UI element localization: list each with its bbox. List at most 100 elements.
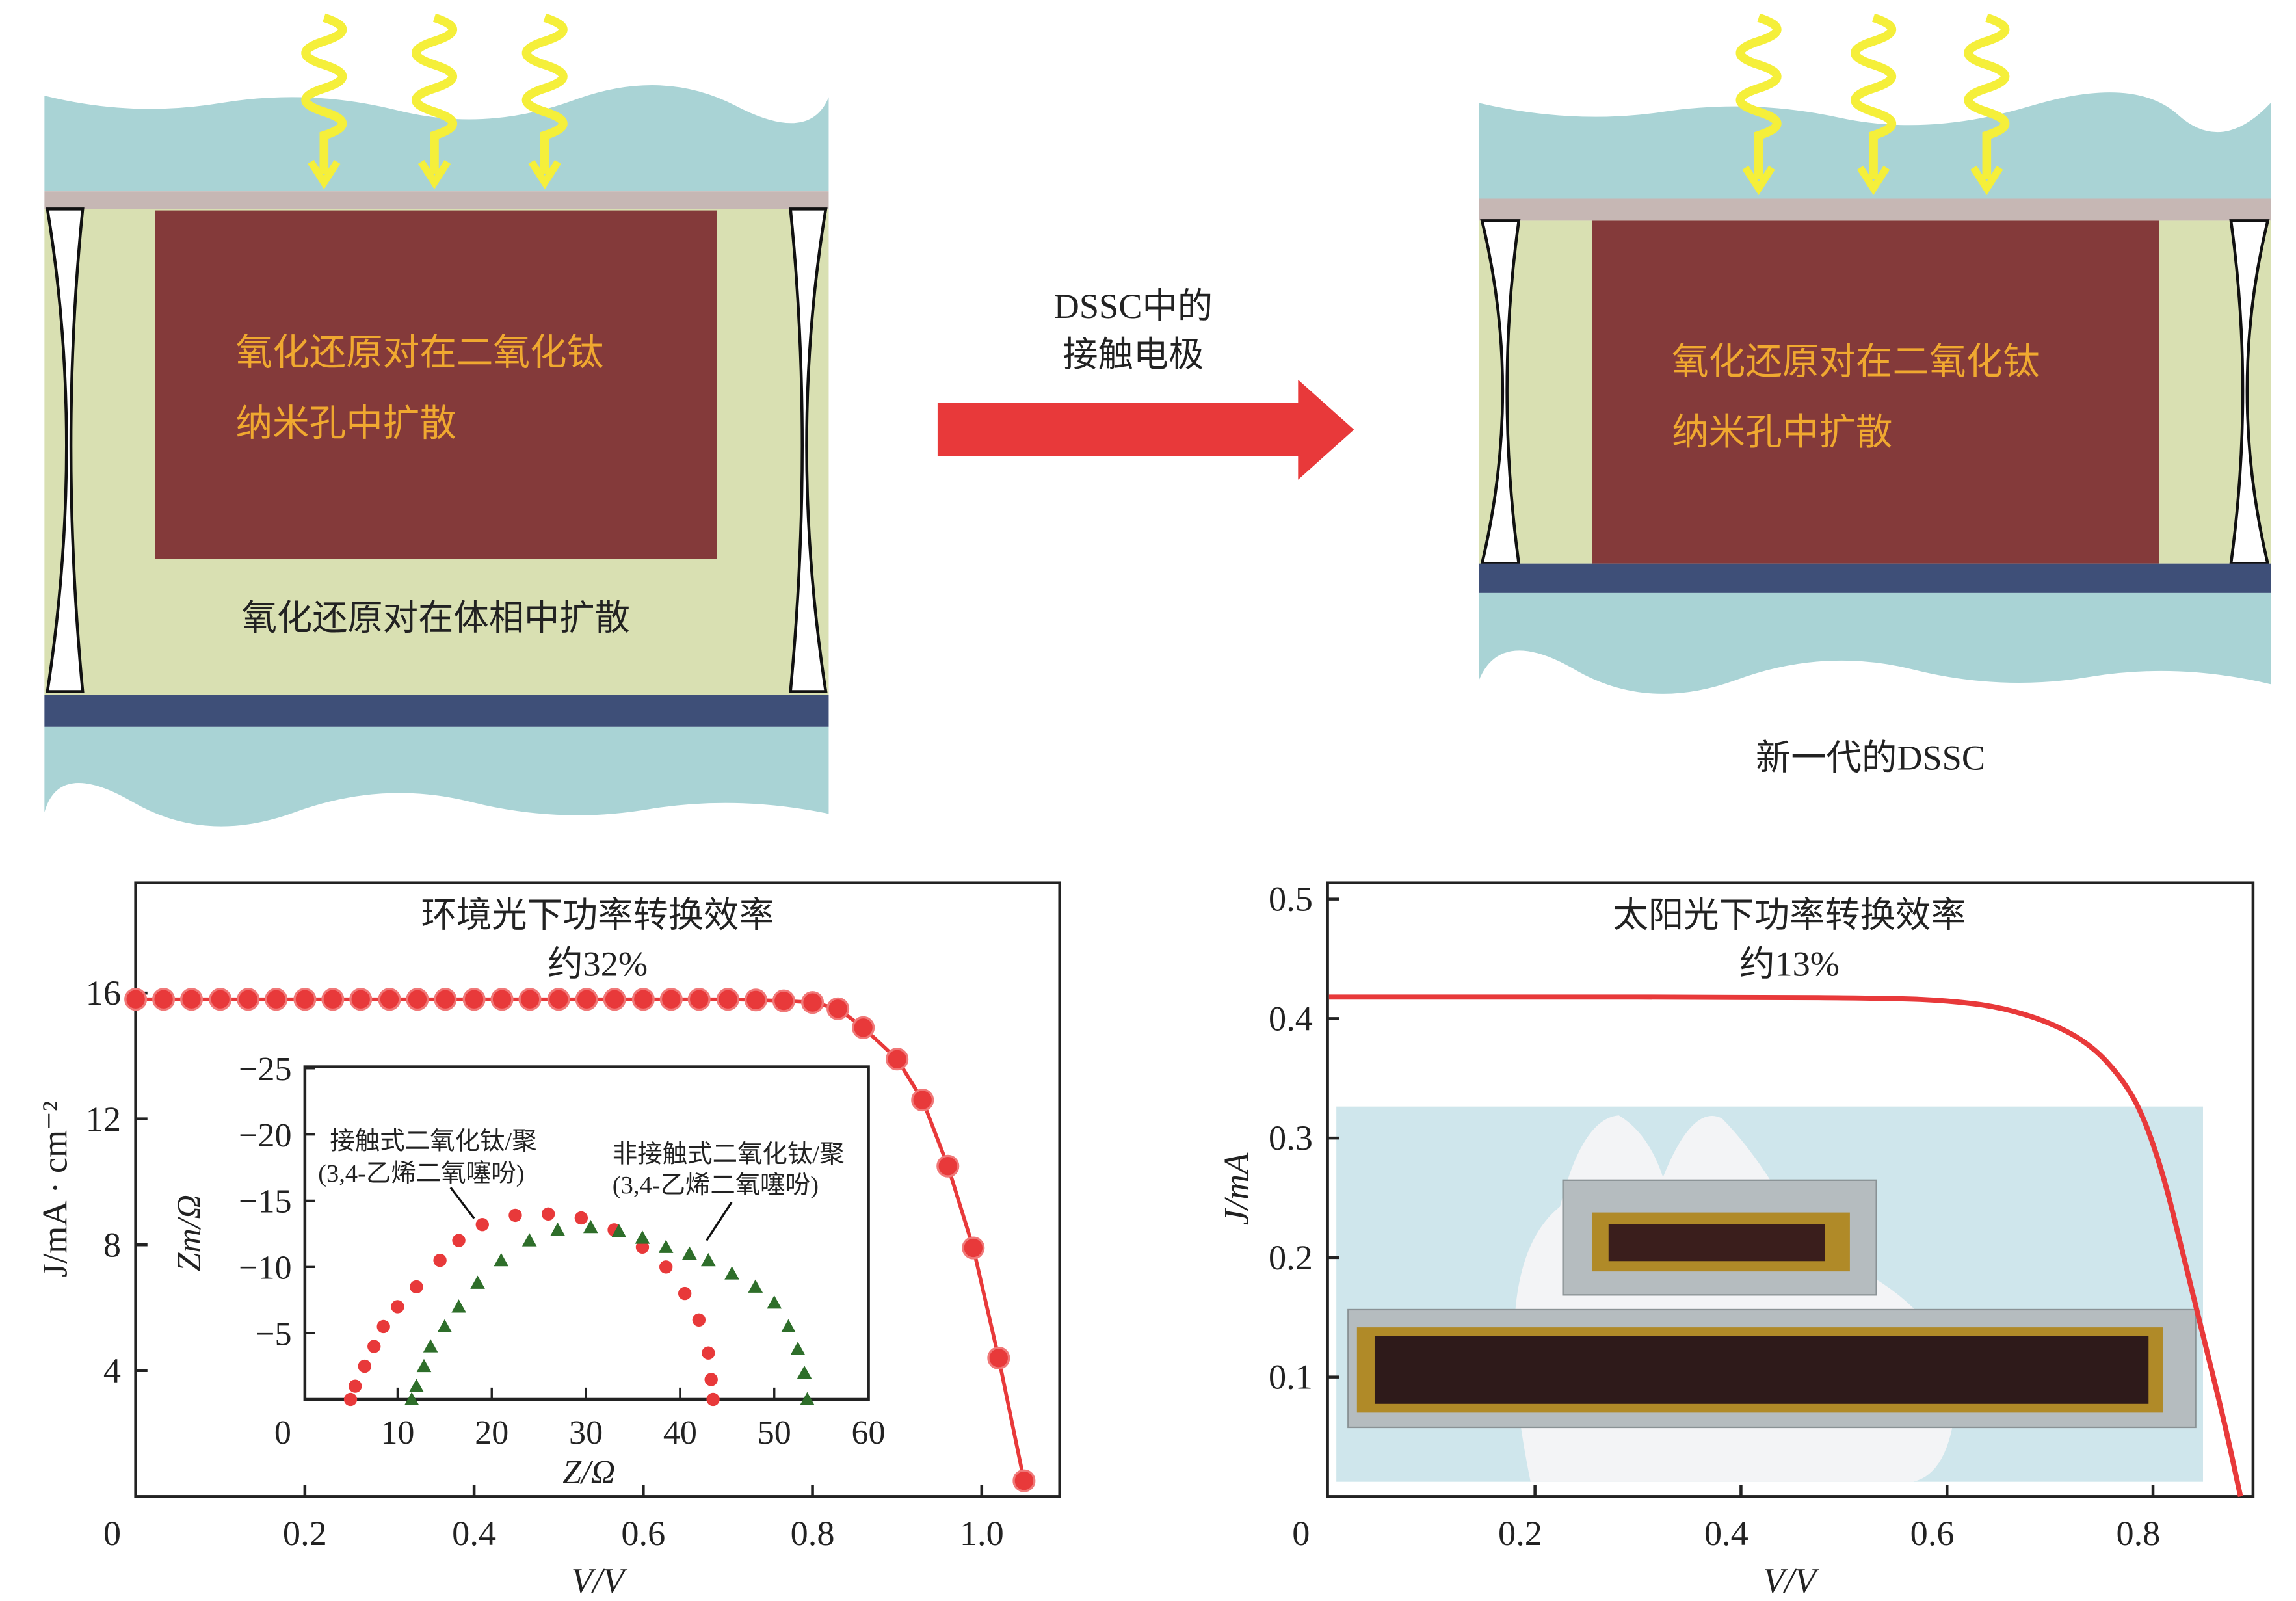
- impedance-point-contact: [475, 1217, 489, 1232]
- x-tick-label: 0.4: [1704, 1514, 1748, 1553]
- x-tick-label: 0: [103, 1514, 121, 1553]
- schematic-conventional-dssc: 氧化还原对在二氧化钛 纳米孔中扩散 氧化还原对在体相中扩散: [44, 13, 829, 827]
- impedance-point-noncontact: [781, 1319, 796, 1333]
- impedance-point-contact: [433, 1253, 447, 1267]
- plot-frame: [1326, 881, 2255, 1498]
- impedance-point-contact: [376, 1319, 390, 1334]
- jv-data-point: [772, 989, 795, 1012]
- inset-x-tick-label: 20: [475, 1414, 508, 1451]
- impedance-point-contact: [349, 1379, 362, 1393]
- y-tick-label: 12: [86, 1100, 121, 1139]
- inner-text: 纳米孔中扩散: [236, 404, 456, 444]
- jv-data-point: [547, 988, 570, 1011]
- x-tick-label: 0.8: [2116, 1514, 2160, 1553]
- chart-subtitle: 约13%: [1739, 944, 1840, 983]
- y-axis-label: J/mA · cm⁻²: [35, 1101, 74, 1277]
- caption: 新一代的DSSC: [1756, 738, 1985, 777]
- inner-text: 氧化还原对在二氧化钛: [236, 333, 604, 373]
- chart-title: 太阳光下功率转换效率: [1613, 896, 1966, 935]
- inset-y-tick-label: −25: [239, 1051, 291, 1088]
- jv-data-point: [152, 988, 176, 1011]
- impedance-point-contact: [343, 1392, 358, 1407]
- inset-y-tick-label: −10: [239, 1249, 291, 1286]
- impedance-point-contact: [678, 1286, 692, 1301]
- jv-data-point: [124, 988, 148, 1011]
- impedance-point-noncontact: [521, 1233, 537, 1247]
- impedance-point-contact: [706, 1392, 720, 1407]
- light-rays: [1735, 13, 2010, 196]
- inner-text: 氧化还原对在二氧化钛: [1672, 342, 2040, 382]
- x-tick-label: 0: [1292, 1514, 1310, 1553]
- left-seal: [46, 207, 85, 693]
- y-tick-label: 0.3: [1269, 1118, 1313, 1158]
- arrow-right-icon: [937, 379, 1354, 480]
- inset-x-tick-label: 60: [852, 1414, 886, 1451]
- inset-x-label: Z/Ω: [562, 1454, 615, 1491]
- x-tick-label: 0.2: [1498, 1514, 1542, 1553]
- contact-electrode: [1479, 563, 2271, 593]
- impedance-point-contact: [391, 1300, 404, 1314]
- impedance-point-noncontact: [550, 1222, 565, 1236]
- series-label-noncontact: 非接触式二氧化钛/聚: [613, 1141, 845, 1169]
- series-label-contact: 接触式二氧化钛/聚: [330, 1128, 536, 1155]
- jv-data-point: [265, 988, 288, 1011]
- jv-data-point: [490, 988, 514, 1011]
- leader-line: [706, 1201, 733, 1241]
- titania-layer: [1592, 220, 2159, 564]
- jv-data-point: [631, 988, 655, 1011]
- x-axis-label: V/V: [571, 1561, 627, 1600]
- jv-data-point: [179, 988, 204, 1011]
- impedance-point-noncontact: [767, 1295, 782, 1309]
- chart-ambient-light: 环境光下功率转换效率 约32% V/V J/mA · cm⁻² 0 0.2 0.4 0…: [35, 881, 1061, 1600]
- jv-data-point: [237, 988, 260, 1011]
- jv-data-point: [434, 988, 457, 1011]
- y-tick-label: 0.5: [1269, 880, 1313, 919]
- right-seal: [789, 207, 828, 693]
- jv-data-point: [1012, 1469, 1036, 1492]
- jv-data-point: [987, 1346, 1010, 1369]
- impedance-point-contact: [704, 1373, 718, 1386]
- jv-data-point: [349, 988, 373, 1011]
- titania-layer: [155, 210, 717, 559]
- light-rays: [301, 13, 568, 190]
- impedance-point-contact: [541, 1207, 555, 1221]
- x-tick-label: 0.6: [1910, 1514, 1955, 1553]
- impedance-point-contact: [574, 1211, 588, 1225]
- y-tick-label: 16: [86, 973, 121, 1012]
- inset-y-tick-label: −15: [239, 1184, 291, 1221]
- top-electrode: [44, 191, 829, 209]
- x-tick-label: 0.2: [283, 1514, 327, 1553]
- impedance-point-noncontact: [790, 1342, 806, 1355]
- impedance-point-noncontact: [797, 1365, 812, 1379]
- y-tick-label: 4: [103, 1351, 121, 1390]
- inset-x-tick-label: 10: [380, 1414, 414, 1451]
- x-tick-label: 0.4: [452, 1514, 496, 1553]
- impedance-point-noncontact: [416, 1358, 432, 1373]
- jv-data-point: [406, 988, 429, 1011]
- light-wave-icon: [412, 13, 457, 174]
- jv-data-point: [209, 988, 232, 1011]
- series-label-contact: (3,4-乙烯二氧噻吩): [318, 1159, 524, 1187]
- impedance-point-contact: [367, 1340, 381, 1353]
- jv-data-point: [911, 1089, 934, 1112]
- arrow-label: 接触电极: [1062, 335, 1204, 374]
- top-electrode: [1479, 198, 2271, 221]
- x-tick-label: 0.8: [791, 1514, 835, 1553]
- light-wave-icon: [301, 13, 347, 174]
- impedance-point-contact: [692, 1313, 706, 1327]
- inset-y-tick-label: −20: [239, 1117, 291, 1154]
- impedance-point-contact: [508, 1208, 522, 1223]
- light-wave-icon: [1964, 13, 2010, 180]
- impedance-point-noncontact: [701, 1252, 716, 1267]
- impedance-point-contact: [358, 1359, 371, 1373]
- impedance-point-noncontact: [635, 1230, 650, 1244]
- jv-data-point: [826, 997, 850, 1020]
- jv-data-point: [852, 1016, 875, 1039]
- impedance-point-noncontact: [800, 1392, 815, 1406]
- y-tick-label: 0.4: [1269, 999, 1313, 1038]
- y-tick-label: 8: [103, 1225, 121, 1264]
- chart-title: 环境光下功率转换效率: [421, 896, 774, 935]
- jv-data-point: [801, 991, 825, 1014]
- chart-subtitle: 约32%: [548, 944, 648, 983]
